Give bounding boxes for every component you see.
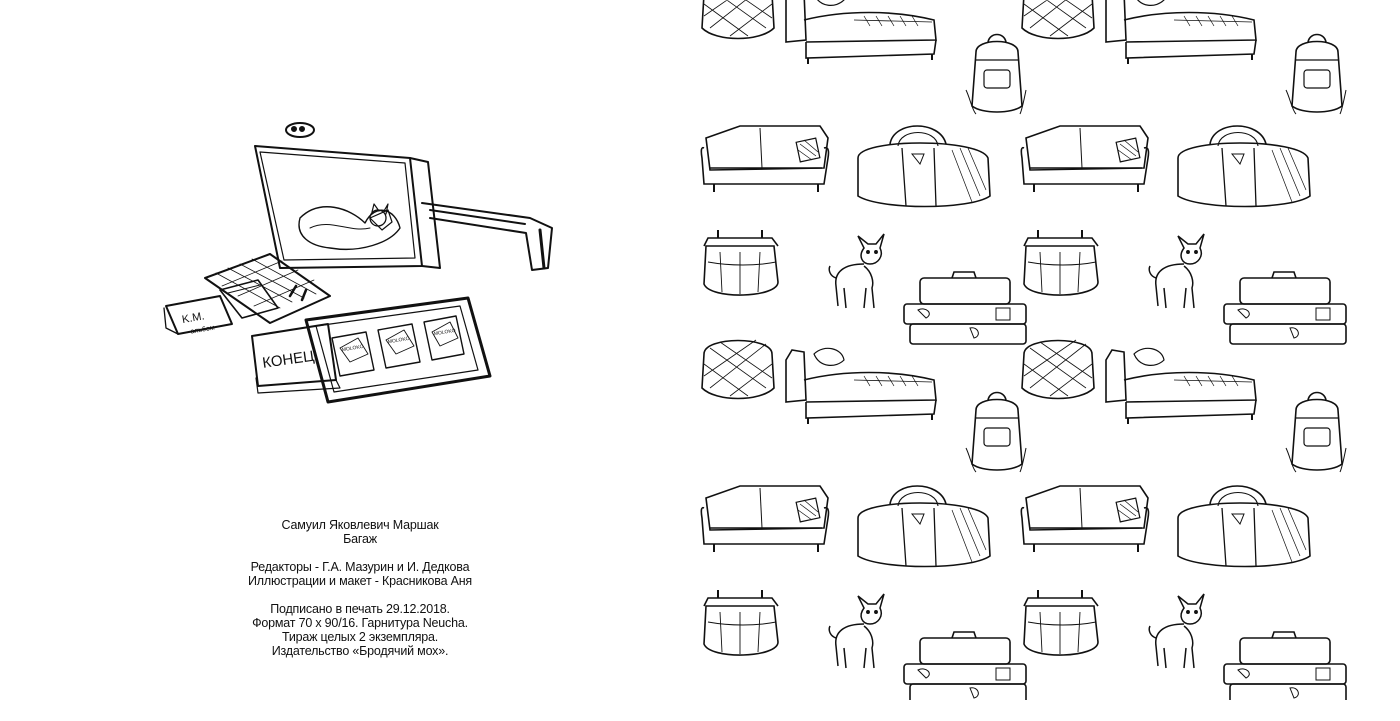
- daybed-icon: [1105, 0, 1257, 65]
- publisher-line: Издательство «Бродячий мох».: [271, 644, 449, 658]
- dog-icon: [828, 593, 885, 669]
- card-text: K.M.: [181, 310, 205, 326]
- format-line: Формат 70 х 90/16. Гарнитура Neucha.: [252, 616, 468, 630]
- luggage-illustration: КОНЕЦ K.M. альбом MOLOKO MOLOKO MOLOKO: [163, 122, 553, 404]
- left-page: КОНЕЦ K.M. альбом MOLOKO MOLOKO MOLOKO С…: [163, 122, 553, 658]
- sign-text: КОНЕЦ: [261, 348, 315, 372]
- box-label-2: MOLOKO: [387, 336, 410, 345]
- backpack-icon: [965, 391, 1027, 473]
- backpack-icon: [1285, 391, 1347, 473]
- basket-icon: [1021, 0, 1095, 40]
- suitcase-stack-icon: [1223, 631, 1347, 700]
- daybed-icon: [785, 0, 937, 65]
- suitcase-stack-icon: [1223, 271, 1347, 345]
- backpack-icon: [965, 33, 1027, 115]
- daybed-icon: [1105, 347, 1257, 425]
- book-title: Багаж: [343, 532, 377, 546]
- suitcase-stack-icon: [903, 271, 1027, 345]
- colophon: Самуил Яковлевич Маршак Багаж Редакторы …: [210, 518, 510, 658]
- dog-icon: [828, 233, 885, 309]
- sofa-icon: [700, 125, 830, 193]
- duffel-bag-icon: [1177, 125, 1311, 208]
- box-label-3: MOLOKO: [433, 328, 456, 337]
- box-label-1: MOLOKO: [341, 344, 364, 353]
- dog-icon: [1148, 233, 1205, 309]
- carpet-bag-icon: [1023, 229, 1099, 297]
- poster-frame: [304, 296, 492, 404]
- sofa-icon: [1020, 125, 1150, 193]
- dog-icon: [1148, 593, 1205, 669]
- duffel-bag-icon: [857, 125, 991, 208]
- duffel-bag-icon: [1177, 485, 1311, 568]
- right-page: [700, 0, 1400, 700]
- carpet-bag-icon: [1023, 589, 1099, 657]
- basket-icon: [1021, 339, 1095, 400]
- editors-line: Редакторы - Г.А. Мазурин и И. Дедкова: [250, 560, 470, 574]
- duffel-bag-icon: [857, 485, 991, 568]
- album-text: альбом: [190, 324, 216, 336]
- author-name: Самуил Яковлевич Маршак: [281, 518, 439, 532]
- illustrations-line: Иллюстрации и макет - Красникова Аня: [247, 574, 473, 588]
- carpet-bag-icon: [703, 229, 779, 297]
- carpet-bag-icon: [703, 589, 779, 657]
- basket-icon: [701, 0, 775, 40]
- luggage-pattern: [700, 0, 1347, 700]
- sofa-icon: [700, 485, 830, 553]
- daybed-icon: [785, 347, 937, 425]
- basket-icon: [701, 339, 775, 400]
- print-run-line: Тираж целых 2 экземпляра.: [281, 630, 439, 644]
- signed-line: Подписано в печать 29.12.2018.: [270, 602, 450, 616]
- backpack-icon: [1285, 33, 1347, 115]
- sofa-icon: [1020, 485, 1150, 553]
- suitcase-stack-icon: [903, 631, 1027, 700]
